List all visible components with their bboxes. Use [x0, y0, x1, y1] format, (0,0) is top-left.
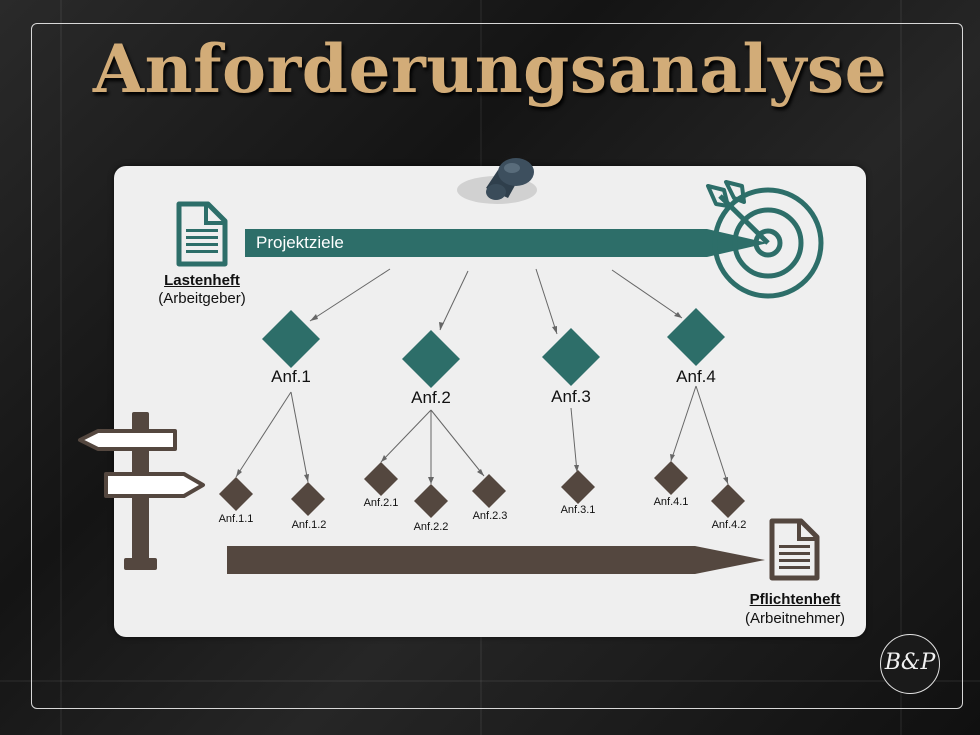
sub-requirement-label: Anf.2.1 [363, 497, 399, 509]
requirement-diamond [262, 310, 320, 368]
requirement-label: Anf.3 [551, 387, 591, 406]
requirement-diamond [667, 308, 725, 366]
sub-requirement-diamond [364, 462, 398, 496]
sub-requirement-label: Anf.2.3 [472, 510, 508, 522]
sub-requirement-diamond [291, 482, 325, 516]
sub-requirement-diamond [472, 474, 506, 508]
sub-requirement-diamond [414, 484, 448, 518]
slide-frame [31, 23, 963, 709]
requirement-diamond [402, 330, 460, 388]
sub-requirement-label: Anf.4.2 [711, 519, 747, 531]
sub-requirement-label: Anf.3.1 [560, 504, 596, 516]
pflichtenheft-title: Pflichtenheft [749, 591, 841, 608]
document-icon [176, 201, 228, 267]
document-icon [769, 518, 820, 581]
lastenheft-title: Lastenheft [164, 272, 240, 289]
requirement-diamond [542, 328, 600, 386]
pflichtenheft-subtitle: (Arbeitnehmer) [744, 610, 846, 627]
result-arrow [227, 546, 765, 574]
sub-requirement-label: Anf.1.2 [291, 519, 327, 531]
signpost-icon [78, 412, 205, 570]
requirement-label: Anf.4 [676, 367, 716, 386]
requirement-label: Anf.1 [271, 367, 311, 386]
sub-requirement-diamond [219, 477, 253, 511]
requirement-label: Anf.2 [411, 388, 451, 407]
pushpin-icon [457, 158, 537, 204]
goal-label: Projektziele [256, 233, 344, 252]
goal-connectors [309, 268, 683, 335]
sub-requirement-label: Anf.4.1 [653, 496, 689, 508]
sub-connectors [235, 385, 729, 485]
sub-requirement-diamond [561, 470, 595, 504]
brand-logo: B&P [880, 634, 940, 694]
sub-requirement-label: Anf.1.1 [218, 513, 254, 525]
lastenheft-subtitle: (Arbeitgeber) [158, 290, 246, 307]
slide-title: Anforderungsanalyse [92, 30, 888, 108]
sub-requirement-label: Anf.2.2 [413, 521, 449, 533]
target-icon [706, 180, 824, 299]
sub-requirement-diamond [711, 484, 745, 518]
sub-requirement-diamond [654, 461, 688, 495]
goal-arrow [245, 229, 768, 257]
